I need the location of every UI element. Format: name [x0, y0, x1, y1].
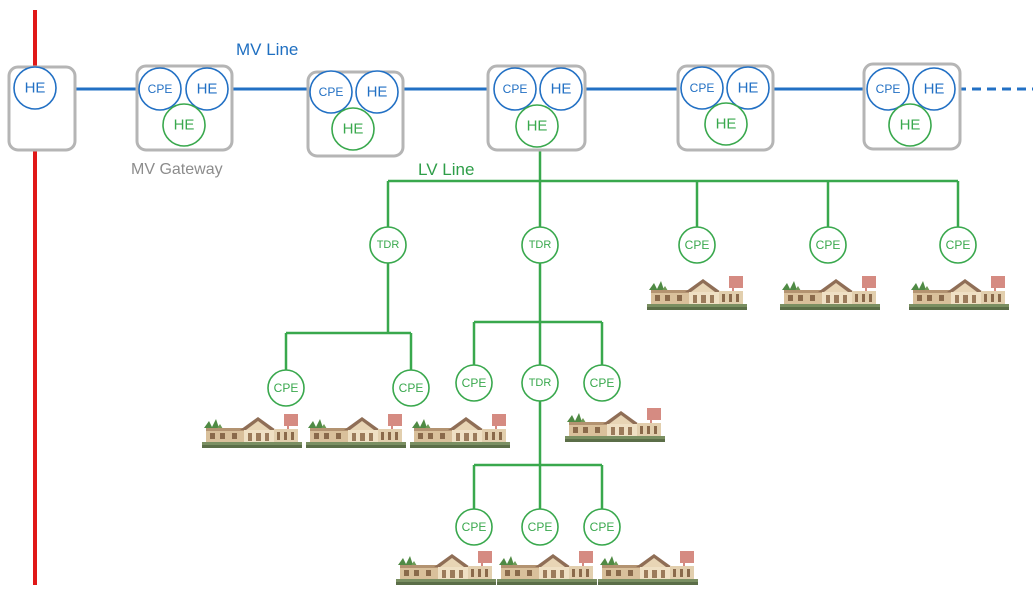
mv-cpe-label: CPE [148, 82, 173, 96]
tdr-label: TDR [529, 239, 552, 251]
mv-green-he-label: HE [900, 117, 921, 134]
mv-green-he-label: HE [527, 118, 548, 135]
mv-gateway-label: MV Gateway [131, 161, 223, 178]
house-icon [564, 407, 666, 443]
lv-cpe-label: CPE [685, 238, 710, 252]
house-icon [305, 413, 407, 449]
mv-he-label: HE [924, 81, 945, 98]
mv-cpe-label: CPE [876, 82, 901, 96]
lv-line-label: LV Line [418, 160, 475, 179]
house-icon [496, 550, 598, 586]
mv-he-label: HE [25, 80, 46, 97]
mv-he-label: HE [738, 80, 759, 97]
lv-cpe-label: CPE [462, 376, 487, 390]
lv-network-lines [284, 140, 960, 510]
lv-cpe-label: CPE [274, 381, 299, 395]
lv-cpe-label: CPE [528, 520, 553, 534]
lv-cpe-label: CPE [590, 376, 615, 390]
mv-green-he-label: HE [174, 117, 195, 134]
mv-he-circles [13, 66, 956, 114]
mv-green-he-label: HE [343, 121, 364, 138]
mv-cpe-circles [138, 66, 910, 114]
mv-green-he-label: HE [716, 116, 737, 133]
tdr-label: TDR [529, 377, 552, 389]
house-icon [395, 550, 497, 586]
house-icon [409, 413, 511, 449]
lv-cpe-label: CPE [462, 520, 487, 534]
mv-he-label: HE [551, 81, 572, 98]
mv-line-label: MV Line [236, 40, 299, 59]
house-icon [597, 550, 699, 586]
mv-he-label: HE [367, 84, 388, 101]
lv-node-circles [267, 226, 977, 546]
lv-cpe-label: CPE [399, 381, 424, 395]
tdr-label: TDR [377, 239, 400, 251]
lv-cpe-label: CPE [946, 238, 971, 252]
house-icon [646, 275, 748, 311]
lv-cpe-label: CPE [816, 238, 841, 252]
mv-cpe-label: CPE [319, 85, 344, 99]
house-icon [201, 413, 303, 449]
mv-cpe-label: CPE [503, 82, 528, 96]
mv-green-he-circles [162, 102, 932, 151]
lv-cpe-label: CPE [590, 520, 615, 534]
mv-cpe-label: CPE [690, 81, 715, 95]
house-icon [908, 275, 1010, 311]
mv-he-label: HE [197, 81, 218, 98]
house-icon [779, 275, 881, 311]
